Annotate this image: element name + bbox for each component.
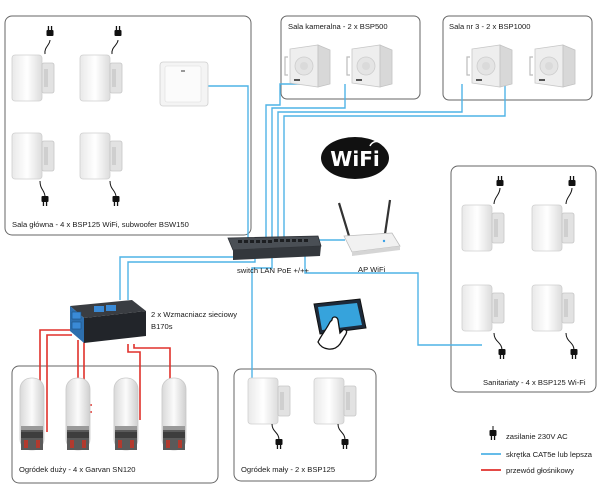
room-label-garden-small: Ogródek mały - 2 x BSP125: [241, 465, 335, 474]
legend-speaker: przewód głośnikowy: [506, 466, 574, 475]
power-plug-icon: [489, 426, 497, 440]
svg-text:WiFi: WiFi: [330, 147, 379, 171]
room-label-garden-large: Ogródek duży - 4 x Garvan SN120: [19, 465, 136, 474]
legend-lan: skrętka CAT5e lub lepsza: [506, 450, 593, 459]
amplifier-icon: [70, 300, 146, 343]
room-box-sanitary: [450, 165, 597, 393]
ap-label: AP WiFi: [358, 265, 386, 274]
subwoofer: [159, 61, 209, 107]
amplifier-label-2: B170s: [151, 322, 173, 331]
room-box-main-hall: [4, 15, 252, 236]
room-label-main-hall: Sala główna - 4 x BSP125 WiFi, subwoofer…: [12, 220, 189, 229]
room-label-chamber-hall: Sala kameralna - 2 x BSP500: [288, 22, 388, 31]
access-point-icon: [337, 199, 401, 256]
room-label-sanitary: Sanitariaty - 4 x BSP125 Wi-Fi: [483, 378, 586, 387]
wifi-logo-icon: WiFi: [321, 137, 389, 179]
legend-power: zasilanie 230V AC: [506, 432, 568, 441]
main-hall-speakers: [11, 39, 123, 198]
room-label-hall3: Sala nr 3 - 2 x BSP1000: [449, 22, 530, 31]
switch-icon: [227, 235, 322, 260]
sanitary-speakers: [461, 187, 575, 351]
tablet-touch-icon: [313, 298, 367, 350]
legend: zasilanie 230V AC skrętka CAT5e lub leps…: [481, 426, 593, 475]
garden-small-speakers: [247, 377, 357, 441]
amplifier-label-1: 2 x Wzmacniacz sieciowy: [151, 310, 237, 319]
switch-label: switch LAN PoE +/++: [237, 266, 310, 275]
